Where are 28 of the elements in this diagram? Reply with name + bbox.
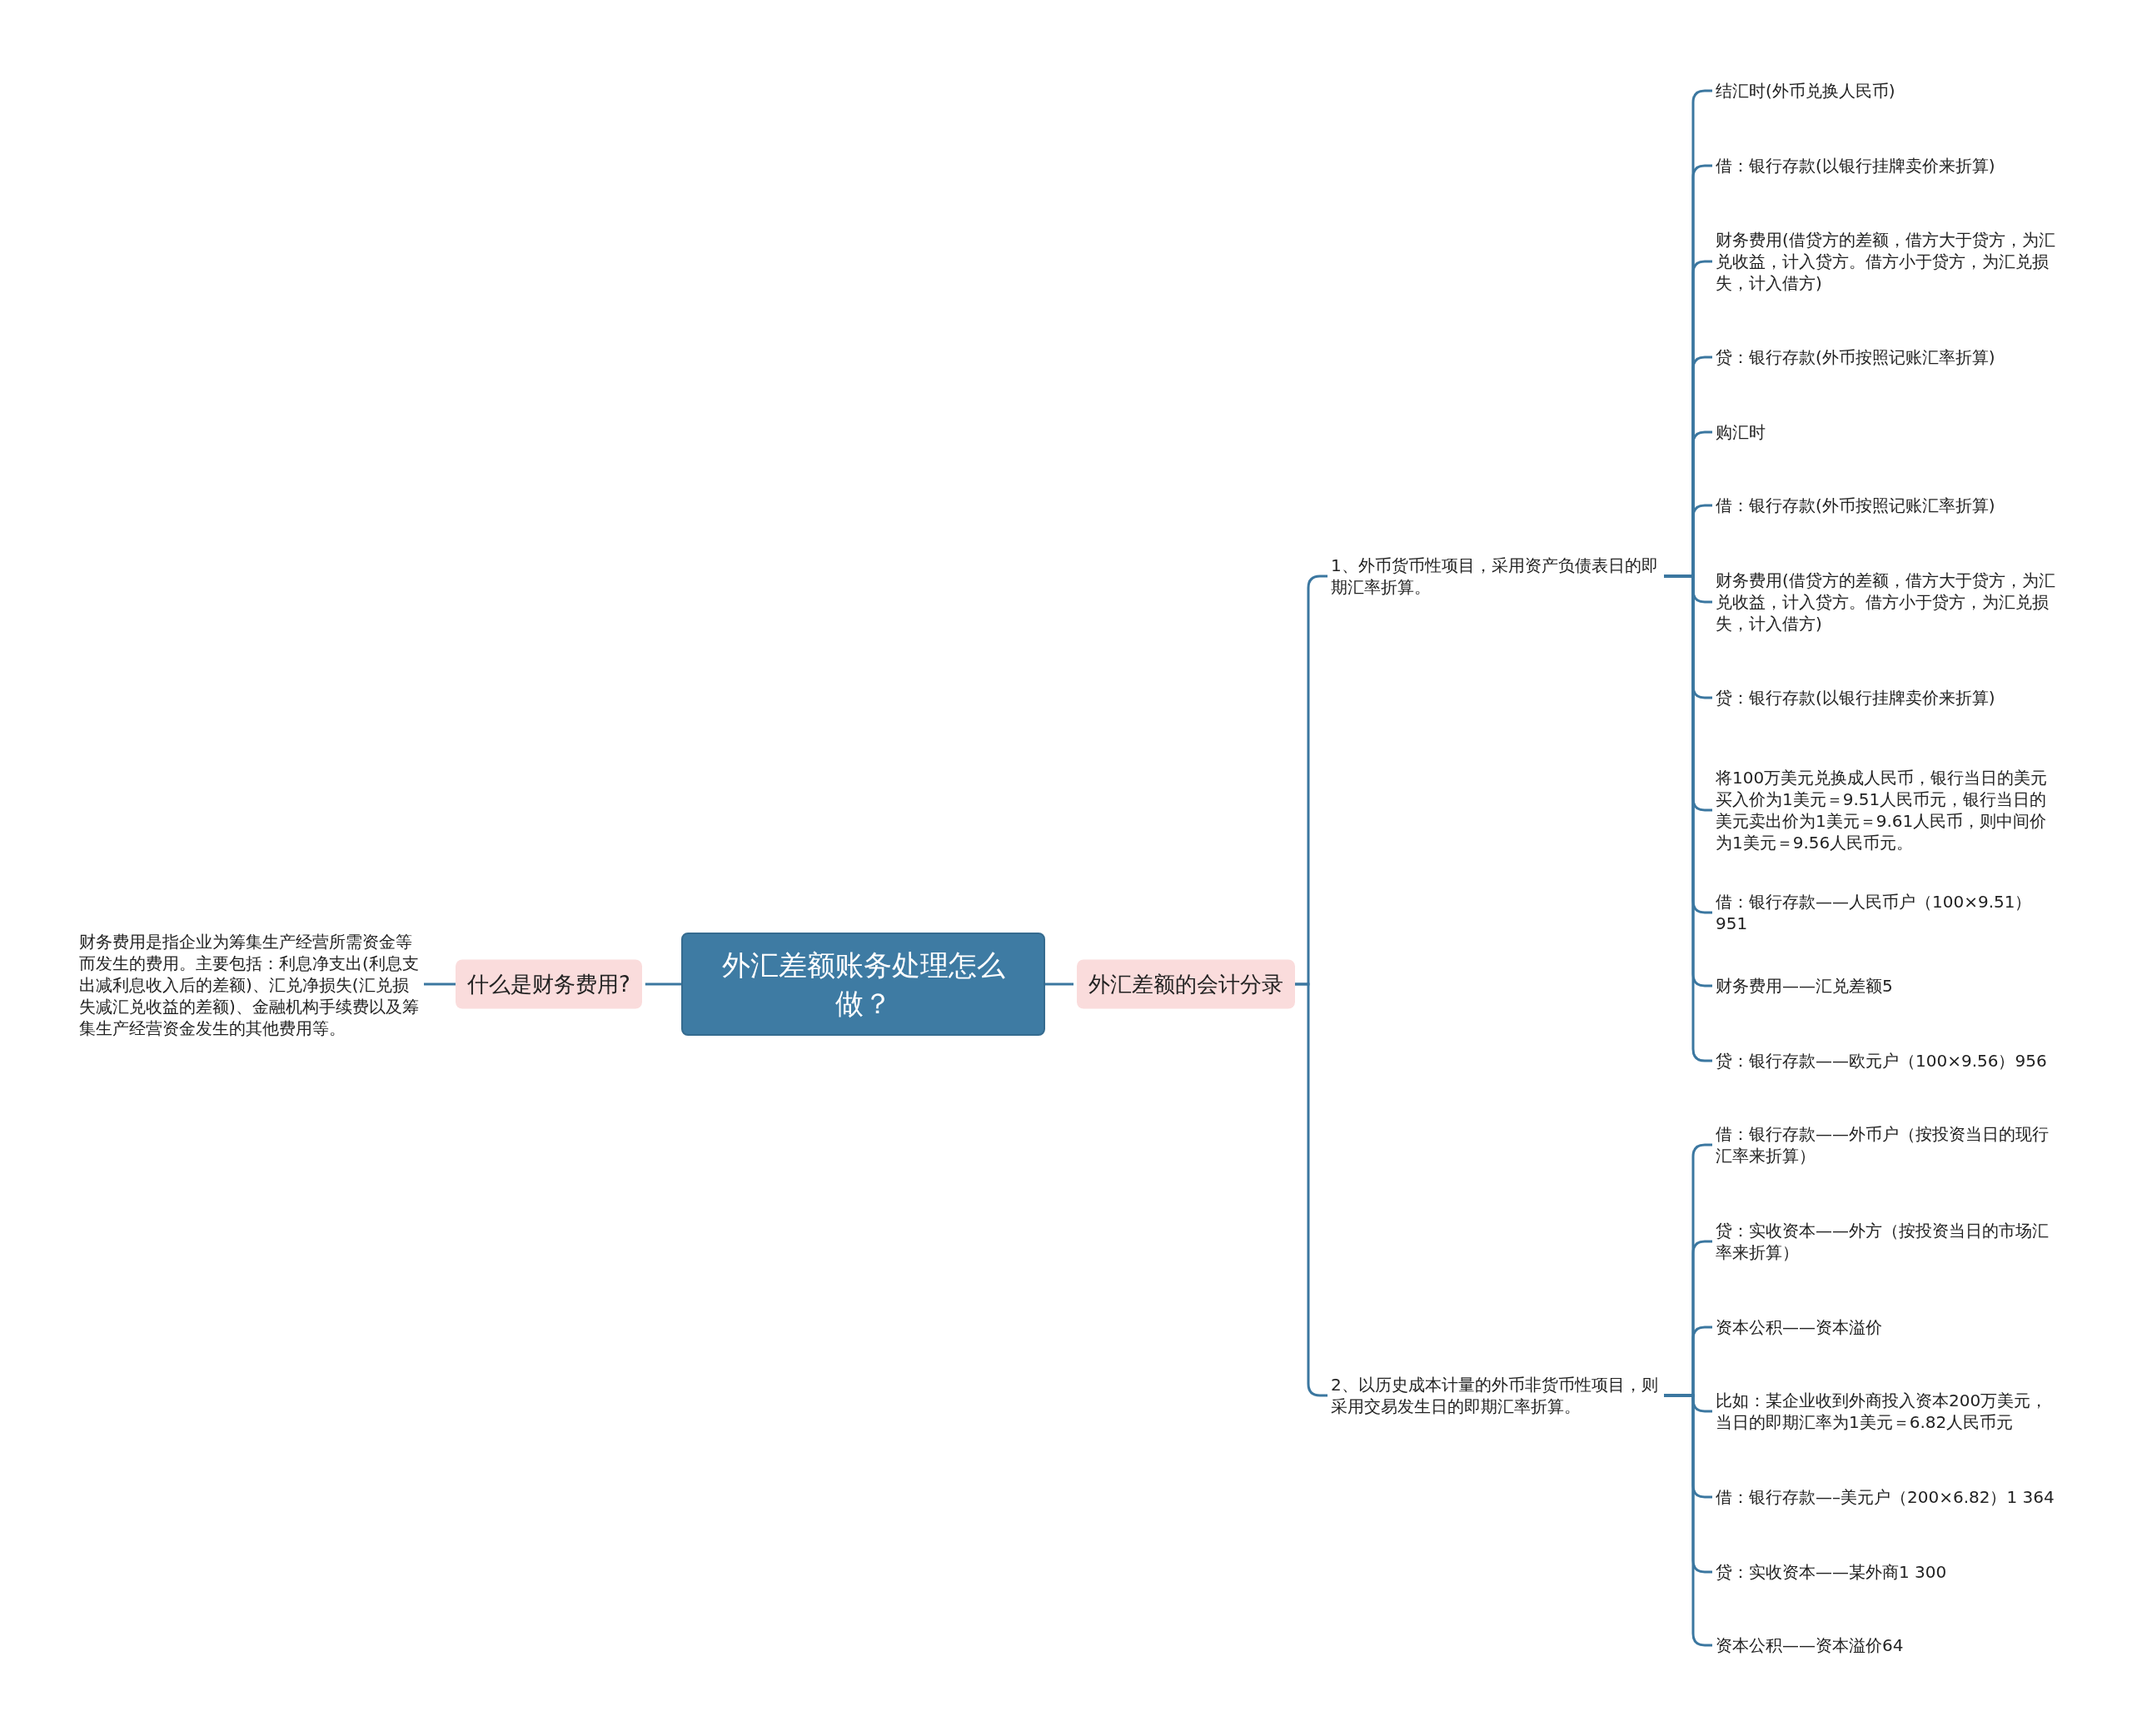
connector-line (645, 982, 681, 986)
topic-box: 外汇差额的会计分录 (1077, 959, 1295, 1009)
topic-text: 财务费用是指企业为筹集生产经营所需资金等而发生的费用。主要包括：利息净支出(利息支出减利息收入后的差额)、汇兑净损失(汇兑损失减汇兑收益的差额)、金融机构手续费以及筹集生产经营资金发生的其他费用等。 (79, 931, 421, 1039)
topic-text: 财务费用——汇兑差额5 (1716, 975, 2059, 997)
topic-text: 借：银行存款—–美元户（200×6.82）1 364 (1716, 1486, 2059, 1508)
topic-text: 财务费用(借贷方的差额，借方大于贷方，为汇兑收益，计入贷方。借方小于贷方，为汇兑损失，计入借方) (1716, 570, 2059, 634)
topic-text: 1、外币货币性项目，采用资产负债表日的即期汇率折算。 (1331, 555, 1664, 598)
topic-text: 借：银行存款(以银行挂牌卖价来折算) (1716, 155, 2059, 177)
topic-text: 2、以历史成本计量的外币非货币性项目，则采用交易发生日的即期汇率折算。 (1331, 1374, 1664, 1417)
topic-text: 比如：某企业收到外商投入资本200万美元，当日的即期汇率为1美元＝6.82人民币元 (1716, 1390, 2059, 1433)
topic-text: 贷：银行存款——欧元户（100×9.56）956 (1716, 1050, 2059, 1072)
topic-text: 资本公积——资本溢价64 (1716, 1634, 2059, 1656)
topic-text: 借：银行存款——人民币户（100×9.51）951 (1716, 891, 2059, 934)
connector-line (424, 982, 456, 986)
topic-text: 结汇时(外币兑换人民币) (1716, 80, 2059, 102)
topic-text: 借：银行存款(外币按照记账汇率折算) (1716, 495, 2059, 516)
topic-text: 贷：银行存款(以银行挂牌卖价来折算) (1716, 687, 2059, 709)
topic-text: 财务费用(借贷方的差额，借方大于贷方，为汇兑收益，计入贷方。借方小于贷方，为汇兑损失，计入借方) (1716, 229, 2059, 294)
central-topic-box: 外汇差额账务处理怎么做？ (681, 933, 1045, 1036)
topic-box: 什么是财务费用? (456, 959, 642, 1009)
topic-text: 购汇时 (1716, 421, 2059, 443)
topic-text: 将100万美元兑换成人民币，银行当日的美元买入价为1美元＝9.51人民币元，银行当日的美元卖出价为1美元＝9.61人民币，则中间价为1美元＝9.56人民币元。 (1716, 767, 2059, 853)
topic-text: 资本公积——资本溢价 (1716, 1316, 2059, 1338)
connector-line (1045, 982, 1073, 986)
topic-text: 借：银行存款——外币户（按投资当日的现行汇率来折算） (1716, 1123, 2059, 1166)
topic-text: 贷：实收资本——某外商1 300 (1716, 1561, 2059, 1583)
topic-text: 贷：实收资本——外方（按投资当日的市场汇率来折算） (1716, 1220, 2059, 1263)
topic-text: 贷：银行存款(外币按照记账汇率折算) (1716, 346, 2059, 368)
